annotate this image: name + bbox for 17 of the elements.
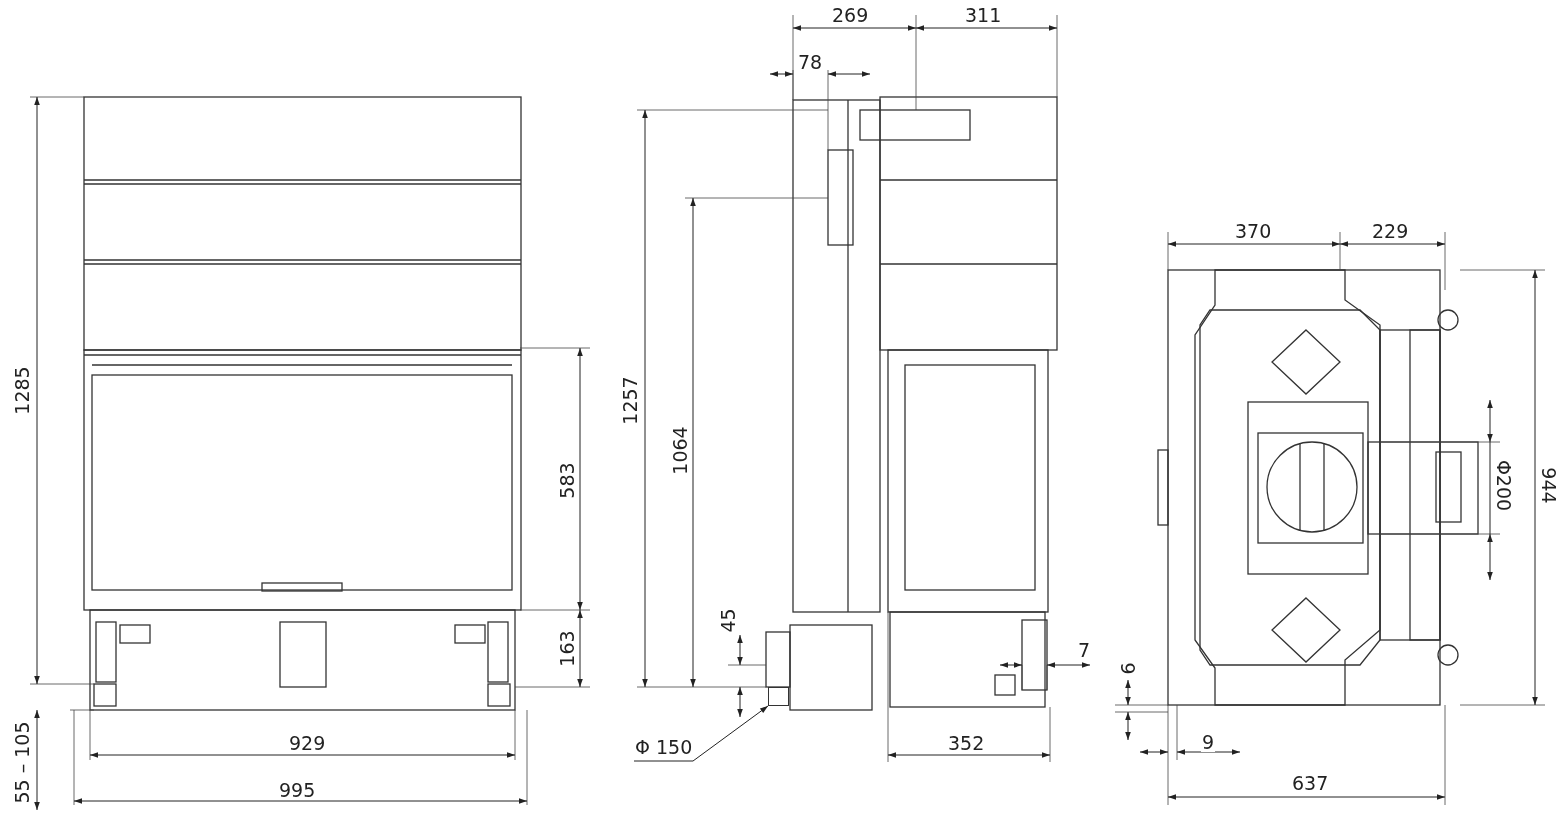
dimension-label: Φ 150 — [634, 738, 694, 757]
dimension-label: 229 — [1371, 221, 1410, 241]
leader-line — [633, 705, 769, 762]
dimension-label: 78 — [797, 52, 824, 72]
dimension-label: 269 — [831, 5, 870, 25]
dimension-label: 9 — [1201, 732, 1216, 752]
dimension-label: 370 — [1234, 221, 1273, 241]
dimension-label: 637 — [1291, 773, 1330, 793]
dimension-label: 352 — [947, 733, 986, 753]
dimension-label: 6 — [1118, 660, 1138, 676]
dimension-label: 7 — [1077, 640, 1092, 660]
dimension-label: 55 – 105 — [12, 720, 32, 804]
dimension-label: 929 — [288, 733, 327, 753]
dimension-label: 311 — [964, 5, 1003, 25]
levelling-foot — [768, 687, 789, 706]
dimension-label: 1064 — [670, 424, 690, 476]
dimension-label: 995 — [278, 780, 317, 800]
